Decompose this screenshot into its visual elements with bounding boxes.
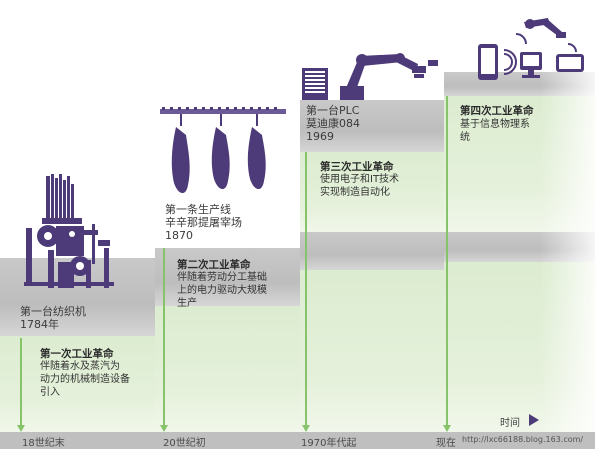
timeline-marker-2-tip [160, 425, 168, 432]
stage3-desc-line-2: 实现制造自动化 [320, 187, 390, 198]
connected-devices-icon [478, 18, 584, 80]
stage4-revolution-desc: 基于信息物理系 统 [460, 118, 530, 144]
stage3-revolution-title: 第三次工业革命 [320, 161, 394, 173]
stage2-desc-line-2: 上的电力驱动大规模 [177, 285, 267, 296]
stage2-revolution-desc: 伴随着劳动分工基础 上的电力驱动大规模 生产 [177, 271, 267, 310]
stage3-invention-year: 1969 [306, 130, 334, 143]
stage1-desc-line-3: 引入 [40, 387, 60, 398]
stage1-green [0, 336, 160, 432]
timeline-marker-1 [20, 338, 22, 428]
time-arrow-icon [529, 414, 539, 426]
robot-arm-plc-icon [302, 53, 438, 100]
timeline-marker-4 [446, 96, 448, 428]
stage4-desc-line-1: 基于信息物理系 [460, 119, 530, 130]
watermark-url: http://lxc66188.blog.163.com/ [462, 435, 584, 444]
stage3-revolution-desc: 使用电子和IT技术 实现制造自动化 [320, 173, 399, 199]
stage4-revolution-title: 第四次工业革命 [460, 105, 534, 117]
stage1-desc-line-1: 伴随着水及蒸汽为 [40, 361, 120, 372]
stage3-green-lower [300, 270, 448, 432]
stage3-green [300, 152, 448, 232]
axis-label-early-20th-century: 20世纪初 [163, 438, 206, 449]
axis-label-present: 现在 [436, 438, 456, 449]
stage1-revolution-title: 第一次工业革命 [40, 348, 114, 360]
meat-hooks-icon [160, 107, 286, 194]
timeline-axis-bar [0, 432, 595, 449]
stage2-invention-name: 第一条生产线 [165, 203, 231, 216]
stage3-desc-line-1: 使用电子和IT技术 [320, 174, 400, 185]
stage2-desc-line-1: 伴随着劳动分工基础 [177, 272, 267, 283]
stage4-desc-line-2: 统 [460, 132, 470, 143]
right-fade [540, 72, 595, 432]
stage2-green [155, 306, 305, 432]
stage1-revolution-desc: 伴随着水及蒸汽为 动力的机械制造设备 引入 [40, 360, 130, 399]
axis-label-1970s: 1970年代起 [301, 438, 357, 449]
timeline-marker-3 [305, 152, 307, 428]
stage3-lower-bg [300, 232, 448, 270]
stage2-desc-line-3: 生产 [177, 298, 197, 309]
stage2-revolution-title: 第二次工业革命 [177, 259, 251, 271]
time-axis-label: 时间 [500, 418, 520, 429]
stage1-desc-line-2: 动力的机械制造设备 [40, 374, 130, 385]
stage1-invention-year: 1784年 [20, 318, 59, 331]
stage1-invention-name: 第一台纺织机 [20, 305, 86, 318]
textile-machine-icon [24, 174, 114, 288]
stage3-invention-model: 莫迪康084 [306, 117, 360, 130]
axis-label-18th-century: 18世纪末 [22, 438, 65, 449]
timeline-marker-3-tip [302, 425, 310, 432]
timeline-marker-2 [163, 248, 165, 428]
timeline-marker-1-tip [17, 425, 25, 432]
stage2-invention-place: 辛辛那提屠宰场 [165, 216, 242, 229]
stage3-invention-name: 第一台PLC [306, 104, 360, 117]
stage2-bg [155, 248, 305, 306]
stage3-bg [300, 100, 448, 152]
stage2-invention-year: 1870 [165, 229, 193, 242]
timeline-marker-4-tip [443, 425, 451, 432]
